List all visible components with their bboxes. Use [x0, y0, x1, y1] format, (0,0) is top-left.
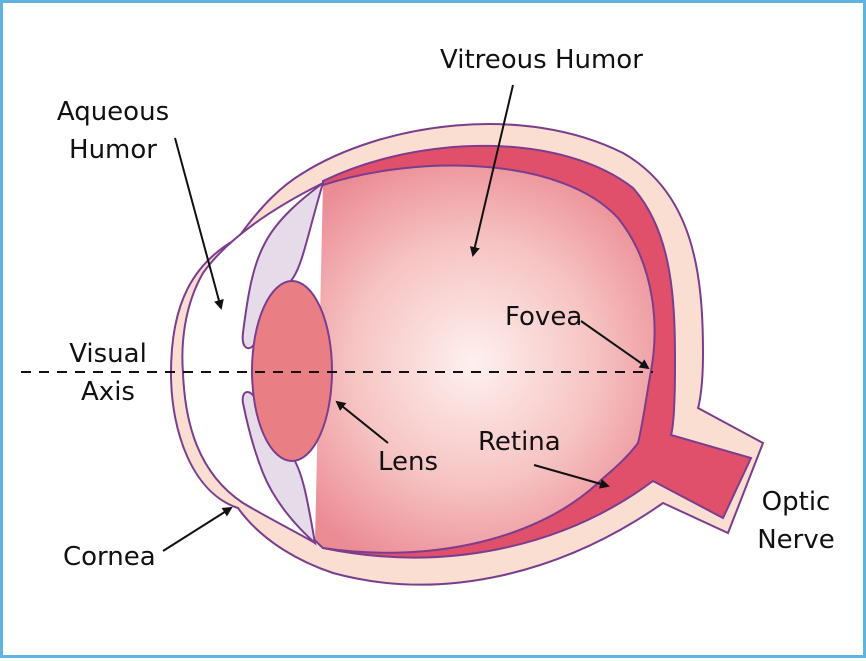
arrow-lens [335, 400, 389, 444]
arrow-vitreous [469, 84, 514, 257]
label-visual-axis-line1: Visual [69, 339, 147, 369]
label-optic-line1: Optic [761, 487, 831, 517]
label-lens: Lens [378, 447, 439, 477]
label-vitreous-humor: Vitreous Humor [440, 45, 643, 75]
label-fovea: Fovea [505, 302, 583, 332]
arrow-aqueous [174, 137, 224, 310]
label-retina: Retina [478, 427, 561, 457]
label-cornea: Cornea [63, 542, 156, 572]
arrow-cornea [162, 506, 233, 552]
iris-upper [241, 180, 325, 350]
label-visual-axis-line2: Axis [81, 377, 135, 407]
label-optic-line2: Nerve [757, 525, 835, 555]
label-aqueous-line2: Humor [69, 135, 157, 165]
label-visual-axis: Visual Axis [53, 335, 163, 411]
eye-cross-section [21, 84, 765, 586]
label-optic-nerve: Optic Nerve [741, 483, 851, 559]
label-aqueous-line1: Aqueous [56, 97, 170, 127]
arrow-retina [533, 464, 610, 489]
label-aqueous-humor: Aqueous Humor [48, 93, 178, 169]
arrow-fovea [580, 320, 650, 370]
